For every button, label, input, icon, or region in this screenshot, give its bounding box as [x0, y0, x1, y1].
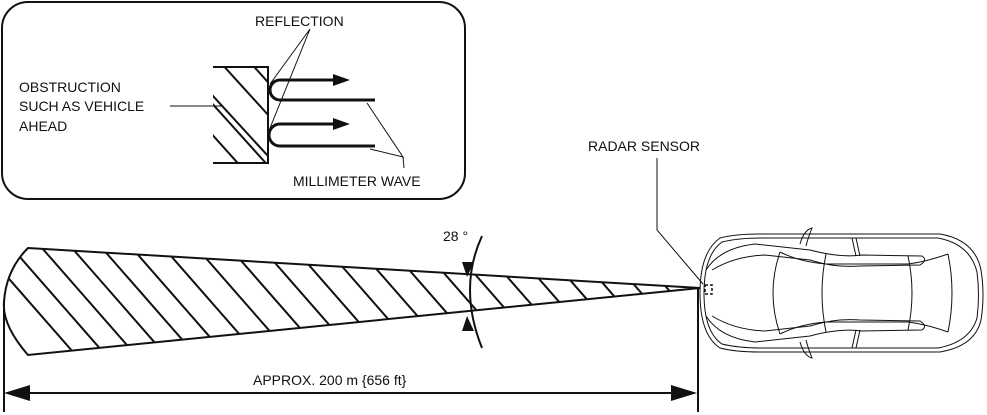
sensor-leader — [656, 158, 704, 285]
inset-frame — [1, 1, 466, 200]
millimeter-wave-upper — [268, 78, 375, 102]
radar-beam — [2, 246, 701, 357]
angle-arc — [469, 235, 483, 349]
obstruction-label-line1: OBSTRUCTION — [19, 79, 121, 95]
obstruction-label-line2: SUCH AS VEHICLE — [19, 98, 145, 114]
angle-label: 28 ° — [443, 228, 469, 244]
angle-arrow-bottom — [462, 316, 474, 331]
millimeter-wave-label: MILLIMETER WAVE — [293, 173, 421, 189]
reflection-label: REFLECTION — [255, 13, 344, 29]
radar-sensor-marker — [704, 284, 713, 295]
millimeter-wave-lower — [267, 122, 375, 148]
range-arrow-right — [671, 385, 697, 401]
range-dimension — [3, 288, 699, 412]
obstruction-block — [213, 66, 269, 164]
wave-arrow-upper — [333, 74, 350, 86]
reflection-leader — [269, 28, 311, 129]
obstruction-label-line3: AHEAD — [19, 118, 68, 134]
wave-arrow-lower — [333, 118, 350, 130]
vehicle-top-view — [699, 227, 984, 359]
range-label: APPROX. 200 m {656 ft} — [253, 372, 407, 388]
radar-sensor-label: RADAR SENSOR — [588, 138, 701, 154]
wave-leader — [366, 102, 405, 158]
angle-arrow-top — [462, 262, 474, 277]
range-arrow-left — [4, 385, 30, 401]
